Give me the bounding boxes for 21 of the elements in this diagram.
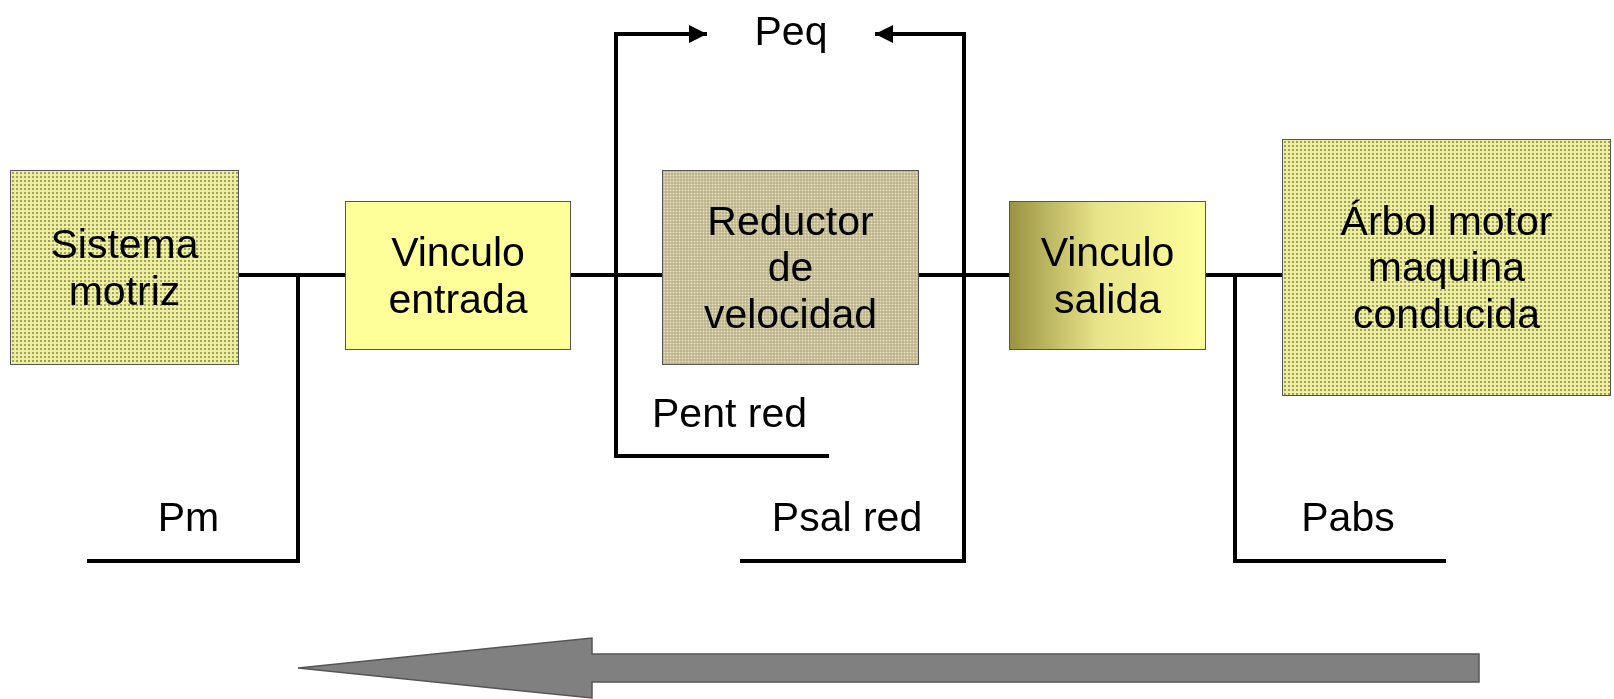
box-label: Vinculo entrada xyxy=(387,229,529,322)
process-box xyxy=(10,170,239,365)
arrow xyxy=(740,25,966,563)
power-label: Peq xyxy=(754,8,828,55)
power-label: Pm xyxy=(157,494,220,541)
shaft-line xyxy=(1233,273,1446,563)
process-box xyxy=(1282,139,1611,396)
box-label: Árbol motor maquina conducida xyxy=(1339,198,1554,337)
shaft-line xyxy=(919,273,1009,277)
power-label: Psal red xyxy=(771,494,923,541)
box-label: Sistema motriz xyxy=(49,221,200,314)
process-box xyxy=(662,170,919,365)
box-label: Vinculo salida xyxy=(1039,229,1176,322)
arrow xyxy=(614,25,829,458)
shaft-line xyxy=(571,273,662,277)
box-label: Reductor de velocidad xyxy=(702,198,879,337)
process-box xyxy=(1009,201,1206,350)
power-label: Pabs xyxy=(1301,494,1395,541)
process-box xyxy=(345,201,571,350)
power-label: Pent red xyxy=(652,390,807,437)
shaft-line xyxy=(87,273,300,563)
